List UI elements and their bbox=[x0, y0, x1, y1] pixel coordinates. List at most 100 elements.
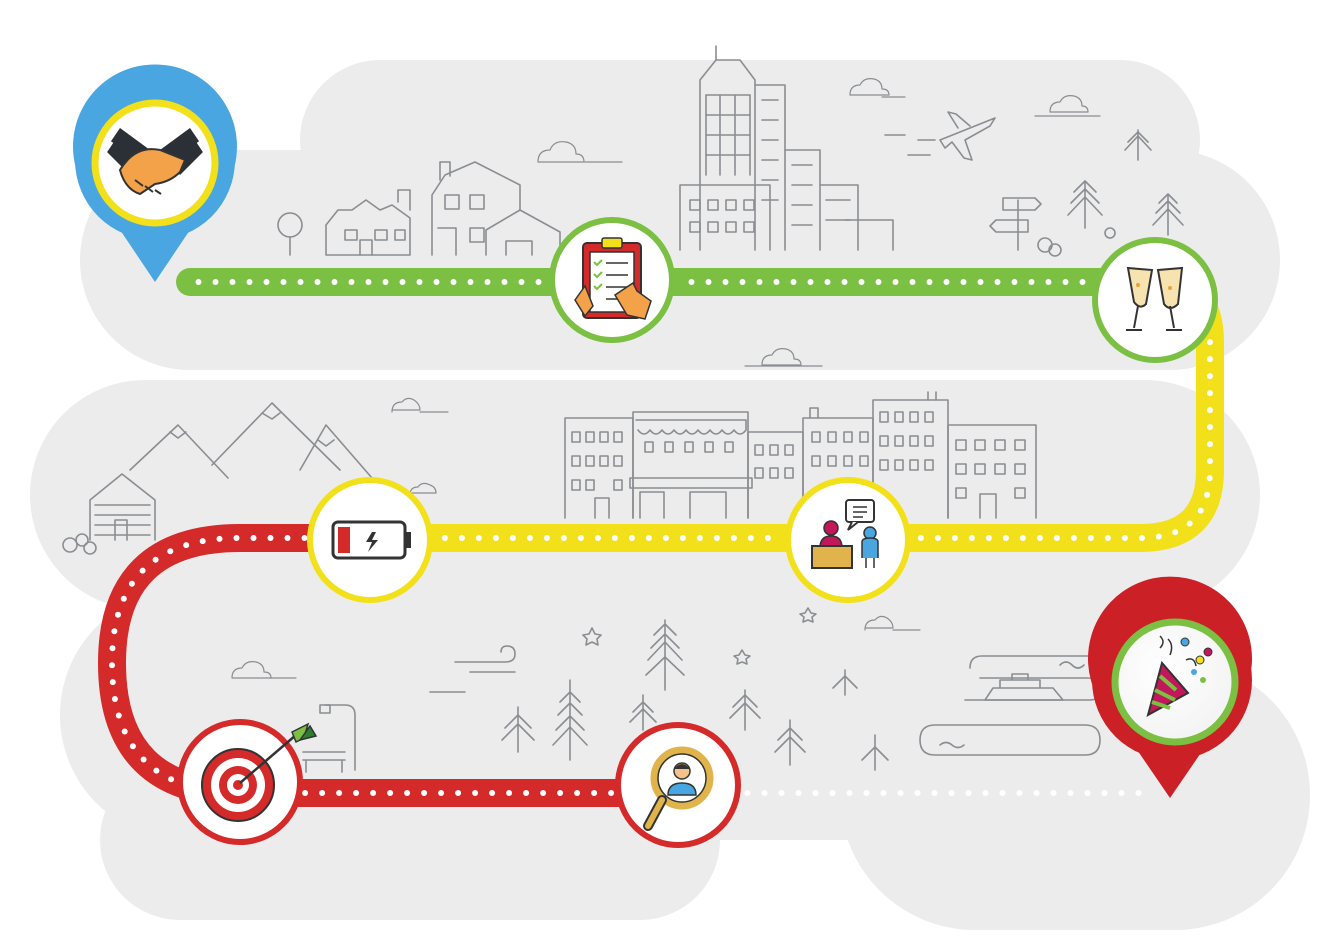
track-dot bbox=[1033, 790, 1040, 796]
low-battery-icon bbox=[331, 520, 411, 560]
scenery-street-lamp-bench bbox=[302, 704, 356, 773]
track-dot bbox=[540, 790, 547, 796]
milestone-checklist[interactable] bbox=[549, 217, 675, 343]
track-dot bbox=[892, 279, 899, 285]
track-dot bbox=[574, 790, 581, 796]
track-dot bbox=[577, 535, 584, 541]
track-dot bbox=[543, 535, 550, 541]
milestone-target[interactable] bbox=[177, 719, 318, 845]
scenery-wind bbox=[429, 645, 516, 693]
milestone-start-pin[interactable] bbox=[72, 64, 237, 282]
track-dot bbox=[999, 790, 1006, 796]
track-dot bbox=[229, 279, 236, 285]
track-dot bbox=[1087, 535, 1094, 541]
scenery-clouds bbox=[231, 78, 1101, 679]
track-dot bbox=[1036, 535, 1043, 541]
track-dot bbox=[926, 279, 933, 285]
track-dot bbox=[705, 279, 712, 285]
track-dot bbox=[455, 790, 462, 796]
track-dot bbox=[1207, 441, 1213, 448]
track-dot bbox=[263, 279, 270, 285]
track-dot bbox=[1186, 520, 1193, 527]
track-dot bbox=[297, 279, 304, 285]
track-dot bbox=[591, 790, 598, 796]
track-dot bbox=[761, 790, 768, 796]
track-dot bbox=[1207, 424, 1213, 431]
track-dot bbox=[382, 279, 389, 285]
track-dot bbox=[1172, 529, 1179, 536]
track-dot bbox=[594, 535, 601, 541]
track-dot bbox=[1206, 475, 1213, 482]
track-dot bbox=[688, 279, 695, 285]
track-dot bbox=[121, 728, 128, 735]
track-dot bbox=[824, 279, 831, 285]
scenery-skyscraper bbox=[679, 45, 894, 251]
track-dot bbox=[475, 535, 482, 541]
track-dot bbox=[557, 790, 564, 796]
track-dot bbox=[250, 535, 257, 541]
track-dot bbox=[1053, 535, 1060, 541]
track-dot bbox=[1207, 339, 1213, 346]
track-dot bbox=[421, 790, 428, 796]
track-dot bbox=[195, 279, 202, 285]
track-dot bbox=[129, 743, 136, 750]
track-dot bbox=[492, 535, 499, 541]
track-dot bbox=[778, 790, 785, 796]
track-dot bbox=[875, 279, 882, 285]
track-dot bbox=[1207, 390, 1213, 397]
track-dot bbox=[773, 279, 780, 285]
track-dot bbox=[679, 535, 686, 541]
scenery-city-block bbox=[564, 391, 1037, 519]
track-dot bbox=[943, 279, 950, 285]
track-dot bbox=[744, 790, 751, 796]
track-dot bbox=[982, 790, 989, 796]
track-dot bbox=[764, 535, 771, 541]
track-dot bbox=[370, 790, 377, 796]
track-dot bbox=[458, 535, 465, 541]
milestone-battery[interactable] bbox=[307, 477, 433, 603]
track-dot bbox=[829, 790, 836, 796]
track-dot bbox=[128, 580, 135, 587]
milestone-reception[interactable] bbox=[785, 477, 911, 603]
track-dot bbox=[153, 767, 160, 774]
track-dot bbox=[662, 535, 669, 541]
track-dot bbox=[140, 756, 147, 763]
track-dot bbox=[960, 279, 967, 285]
track-dot bbox=[934, 535, 941, 541]
track-dot bbox=[450, 279, 457, 285]
track-dot bbox=[1104, 535, 1111, 541]
track-dot bbox=[518, 279, 525, 285]
track-dot bbox=[438, 790, 445, 796]
track-dot bbox=[348, 279, 355, 285]
track-dot bbox=[1084, 790, 1091, 796]
track-dot bbox=[931, 790, 938, 796]
track-dot bbox=[985, 535, 992, 541]
milestone-search[interactable] bbox=[615, 722, 741, 848]
magnifier-person-icon bbox=[643, 746, 714, 831]
track-dot bbox=[611, 535, 618, 541]
track-dot bbox=[965, 790, 972, 796]
milestone-finish-pin[interactable] bbox=[1088, 576, 1252, 798]
milestone-celebrate[interactable] bbox=[1092, 237, 1218, 363]
track-dot bbox=[111, 696, 118, 702]
track-dot bbox=[917, 535, 924, 541]
scenery-forest bbox=[501, 607, 889, 771]
track-dot bbox=[1028, 279, 1035, 285]
track-dot bbox=[280, 279, 287, 285]
track-dot bbox=[696, 535, 703, 541]
track-dot bbox=[353, 790, 360, 796]
track-dot bbox=[713, 535, 720, 541]
track-dot bbox=[115, 712, 122, 719]
track-dot bbox=[139, 567, 146, 574]
track-dot bbox=[212, 279, 219, 285]
track-dot bbox=[1019, 535, 1026, 541]
track-dot bbox=[1079, 279, 1086, 285]
party-popper-icon bbox=[1146, 635, 1213, 718]
track-dot bbox=[795, 790, 802, 796]
track-dot bbox=[863, 790, 870, 796]
track-dot bbox=[880, 790, 887, 796]
track-dot bbox=[526, 535, 533, 541]
handshake-icon bbox=[102, 128, 208, 196]
track-dot bbox=[1016, 790, 1023, 796]
